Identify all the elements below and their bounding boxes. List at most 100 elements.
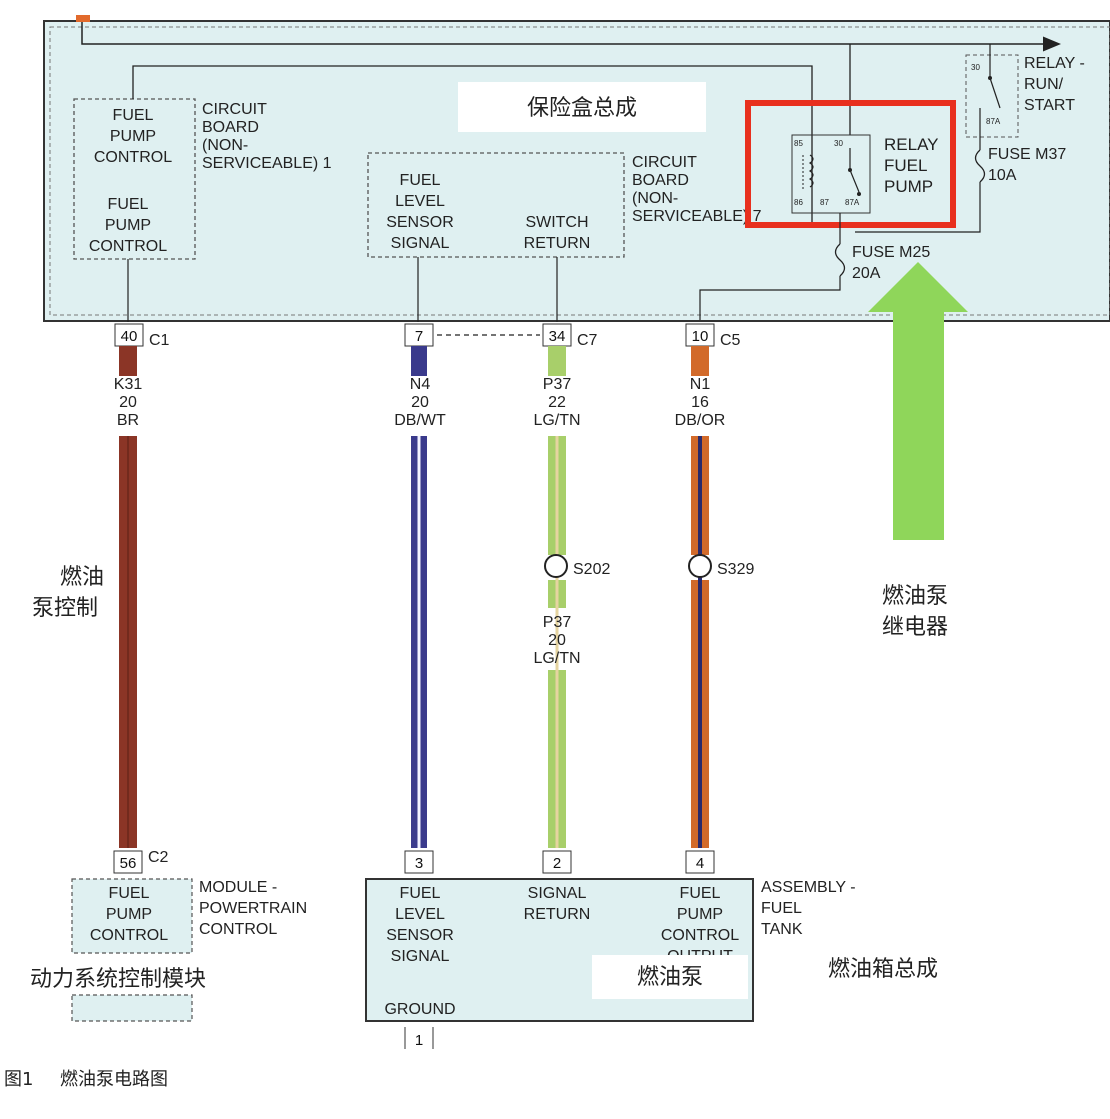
tank-label-line: ASSEMBLY - <box>761 879 856 896</box>
relay-label-line: RELAY <box>884 135 939 154</box>
relay-coil <box>802 154 814 190</box>
pcm-label-line: CONTROL <box>199 921 277 938</box>
wire-label-p37: P37 22 LG/TN <box>533 376 580 429</box>
cb1-label-line: SERVICEABLE) 1 <box>202 155 332 172</box>
tank-pin-3: 3 <box>404 850 434 874</box>
relay-fuel-pump-body <box>791 134 871 214</box>
relay-highlight-box <box>745 100 956 228</box>
pin-number: 3 <box>415 855 423 872</box>
wire-gauge: 20 <box>548 632 566 649</box>
annotation-line: 继电器 <box>882 615 948 640</box>
relay-pin: 87A <box>845 198 860 207</box>
cb7-label-line: CIRCUIT <box>632 154 697 171</box>
circuit-board-1-label: CIRCUIT BOARD (NON- SERVICEABLE) 1 <box>202 101 332 172</box>
cb1-line: PUMP <box>105 217 151 234</box>
tank-ground-label: GROUND <box>384 1001 455 1018</box>
tank-line: SIGNAL <box>528 885 587 902</box>
cb7-line: FUEL <box>400 172 441 189</box>
relay-pin: 85 <box>794 139 803 148</box>
pin-number: 10 <box>692 328 709 345</box>
fuse-m25-rating: 20A <box>852 265 881 282</box>
cb7-label-line: (NON- <box>632 190 678 207</box>
tank-label: ASSEMBLY - FUEL TANK <box>761 879 856 938</box>
fuse-m25-output <box>699 276 841 320</box>
connector-c2: 56 C2 <box>113 849 169 874</box>
pcm-label-line: POWERTRAIN <box>199 900 307 917</box>
tank-col2: SIGNAL RETURN <box>524 885 591 923</box>
circuit-board-1-text: FUEL PUMP CONTROL FUEL PUMP CONTROL <box>89 107 172 255</box>
wire-p37 <box>548 346 566 848</box>
tank-col1: FUEL LEVEL SENSOR SIGNAL <box>386 885 454 965</box>
splice-s329: S329 <box>688 554 754 578</box>
rrs-label-line: START <box>1024 97 1075 114</box>
fuse-box-title-bg <box>458 82 706 132</box>
annotation-fuel-pump-relay: 燃油泵 继电器 <box>882 584 948 640</box>
connector-c5: 10 C5 <box>685 323 741 349</box>
wire-n1 <box>691 346 709 848</box>
wire-color-code: DB/WT <box>394 412 446 429</box>
tank-line: LEVEL <box>395 906 445 923</box>
connector-7: 7 <box>404 323 434 347</box>
tank-pin-4: 4 <box>685 850 715 874</box>
cb7-line: RETURN <box>524 235 591 252</box>
pin-number: 4 <box>696 855 704 872</box>
cb7-line: SWITCH <box>525 214 588 231</box>
pin-number: 40 <box>121 328 138 345</box>
cb1-line: CONTROL <box>89 238 167 255</box>
wire-k31 <box>119 346 137 848</box>
pcm-line: PUMP <box>106 906 152 923</box>
pcm-module-box <box>71 878 193 954</box>
wire-color-code: DB/OR <box>675 412 726 429</box>
fuse-m37-to-relay <box>855 182 981 233</box>
fuse-m37-rating: 10A <box>988 167 1017 184</box>
green-pointer-arrow <box>868 262 968 540</box>
tank-label-line: TANK <box>761 921 803 938</box>
relay-pin: 86 <box>794 198 803 207</box>
annotation-line: 燃油泵 <box>882 584 948 609</box>
wire-gauge: 22 <box>548 394 566 411</box>
tank-line: PUMP <box>677 906 723 923</box>
annotation-line: 泵控制 <box>32 596 98 621</box>
wire-color-code: BR <box>117 412 139 429</box>
rrs-label-line: RUN/ <box>1024 76 1064 93</box>
power-feed-line <box>81 22 1061 52</box>
wire-label-k31: K31 20 BR <box>114 376 143 429</box>
wire-gauge: 16 <box>691 394 709 411</box>
wire-circuit: P37 <box>543 614 572 631</box>
annotation-line: 燃油 <box>60 565 104 590</box>
figure-number: 图1 <box>4 1069 33 1090</box>
cb7-label-line: BOARD <box>632 172 689 189</box>
pin-number: 1 <box>415 1032 423 1049</box>
wire-circuit: K31 <box>114 376 143 393</box>
pcm-line: FUEL <box>109 885 150 902</box>
cb1-line: PUMP <box>110 128 156 145</box>
relay-run-start-pin: 30 <box>971 63 980 72</box>
fuse-m25-name: FUSE M25 <box>852 244 930 261</box>
tank-label-line: FUEL <box>761 900 802 917</box>
pcm-label-line: MODULE - <box>199 879 277 896</box>
connector-c1: 40 C1 <box>114 323 170 349</box>
tank-line: CONTROL <box>661 927 739 944</box>
cb1-line: FUEL <box>113 107 154 124</box>
relay-pin: 87 <box>820 198 829 207</box>
pcm-module-box-tail <box>71 994 193 1022</box>
connector-name: C2 <box>148 849 169 866</box>
cb7-line: SENSOR <box>386 214 454 231</box>
relay-label-line: PUMP <box>884 177 933 196</box>
relay-label-line: FUEL <box>884 156 927 175</box>
annotation-fuel-pump-control: 燃油 泵控制 <box>32 565 104 621</box>
cb7-line: LEVEL <box>395 193 445 210</box>
cb7-line: SIGNAL <box>391 235 450 252</box>
fuel-pump-label: 燃油泵 <box>637 965 703 990</box>
wire-n4 <box>411 346 427 848</box>
cb1-label-line: (NON- <box>202 137 248 154</box>
connector-name: C5 <box>720 332 741 349</box>
relay-pin: 30 <box>834 139 843 148</box>
splice-s202: S202 <box>544 554 610 578</box>
pcm-module-text: FUEL PUMP CONTROL <box>90 885 168 944</box>
relay-switch <box>848 148 861 196</box>
fuse-m37-symbol <box>974 149 986 183</box>
connector-name: C1 <box>149 332 170 349</box>
tank-line: SIGNAL <box>391 948 450 965</box>
